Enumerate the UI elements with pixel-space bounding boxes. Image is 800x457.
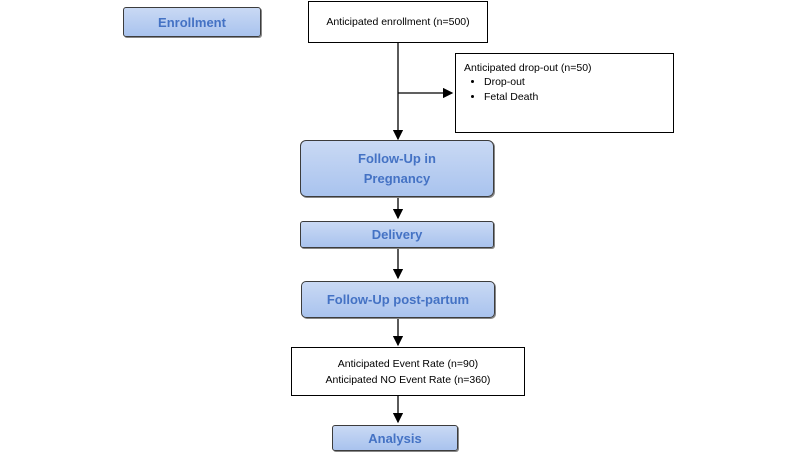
event-rate-line2: Anticipated NO Event Rate (n=360): [325, 373, 491, 386]
dropout-list: Drop-out Fetal Death: [464, 76, 673, 103]
event-rate-box: Anticipated Event Rate (n=90) Anticipate…: [291, 347, 525, 396]
followup-pregnancy-box: Follow-Up in Pregnancy: [300, 140, 494, 197]
dropout-title: Anticipated drop-out (n=50): [464, 62, 592, 74]
delivery-box: Delivery: [300, 221, 494, 248]
analysis-box: Analysis: [332, 425, 458, 451]
dropout-box: Anticipated drop-out (n=50) Drop-out Fet…: [455, 53, 674, 133]
dropout-item: Drop-out: [484, 76, 673, 88]
anticipated-enrollment-box: Anticipated enrollment (n=500): [308, 1, 488, 43]
anticipated-enrollment-text: Anticipated enrollment (n=500): [326, 16, 470, 28]
dropout-item: Fetal Death: [484, 91, 673, 103]
followup-pregnancy-line2: Pregnancy: [363, 170, 431, 186]
analysis-label: Analysis: [368, 430, 422, 446]
enrollment-box: Enrollment: [123, 7, 261, 37]
followup-postpartum-box: Follow-Up post-partum: [301, 281, 495, 318]
enrollment-label: Enrollment: [158, 14, 226, 30]
delivery-label: Delivery: [371, 227, 423, 242]
followup-postpartum-label: Follow-Up post-partum: [326, 292, 470, 307]
followup-pregnancy-line1: Follow-Up in: [358, 150, 436, 166]
event-rate-line1: Anticipated Event Rate (n=90): [337, 357, 479, 370]
